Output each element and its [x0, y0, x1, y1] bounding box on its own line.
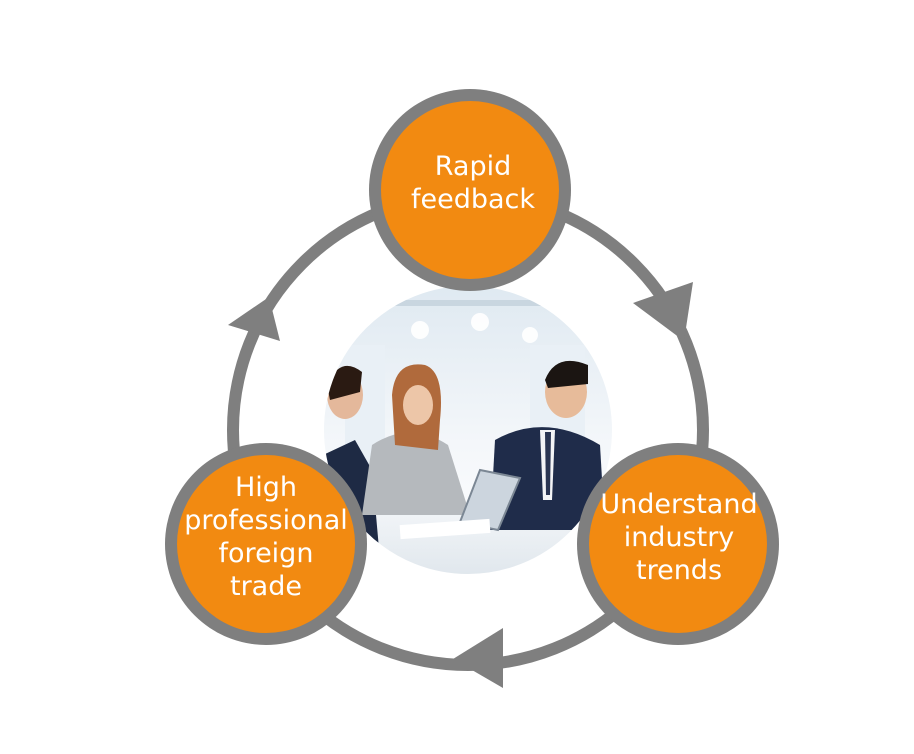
node-understand-industry-trends	[577, 443, 779, 645]
arrow-left-up-icon	[228, 297, 280, 341]
arrow-left-bottom-icon	[453, 628, 503, 688]
node-rapid-feedback	[369, 89, 571, 291]
arrow-right-down-icon	[633, 282, 693, 341]
node-high-professional-foreign-trade	[165, 443, 367, 645]
